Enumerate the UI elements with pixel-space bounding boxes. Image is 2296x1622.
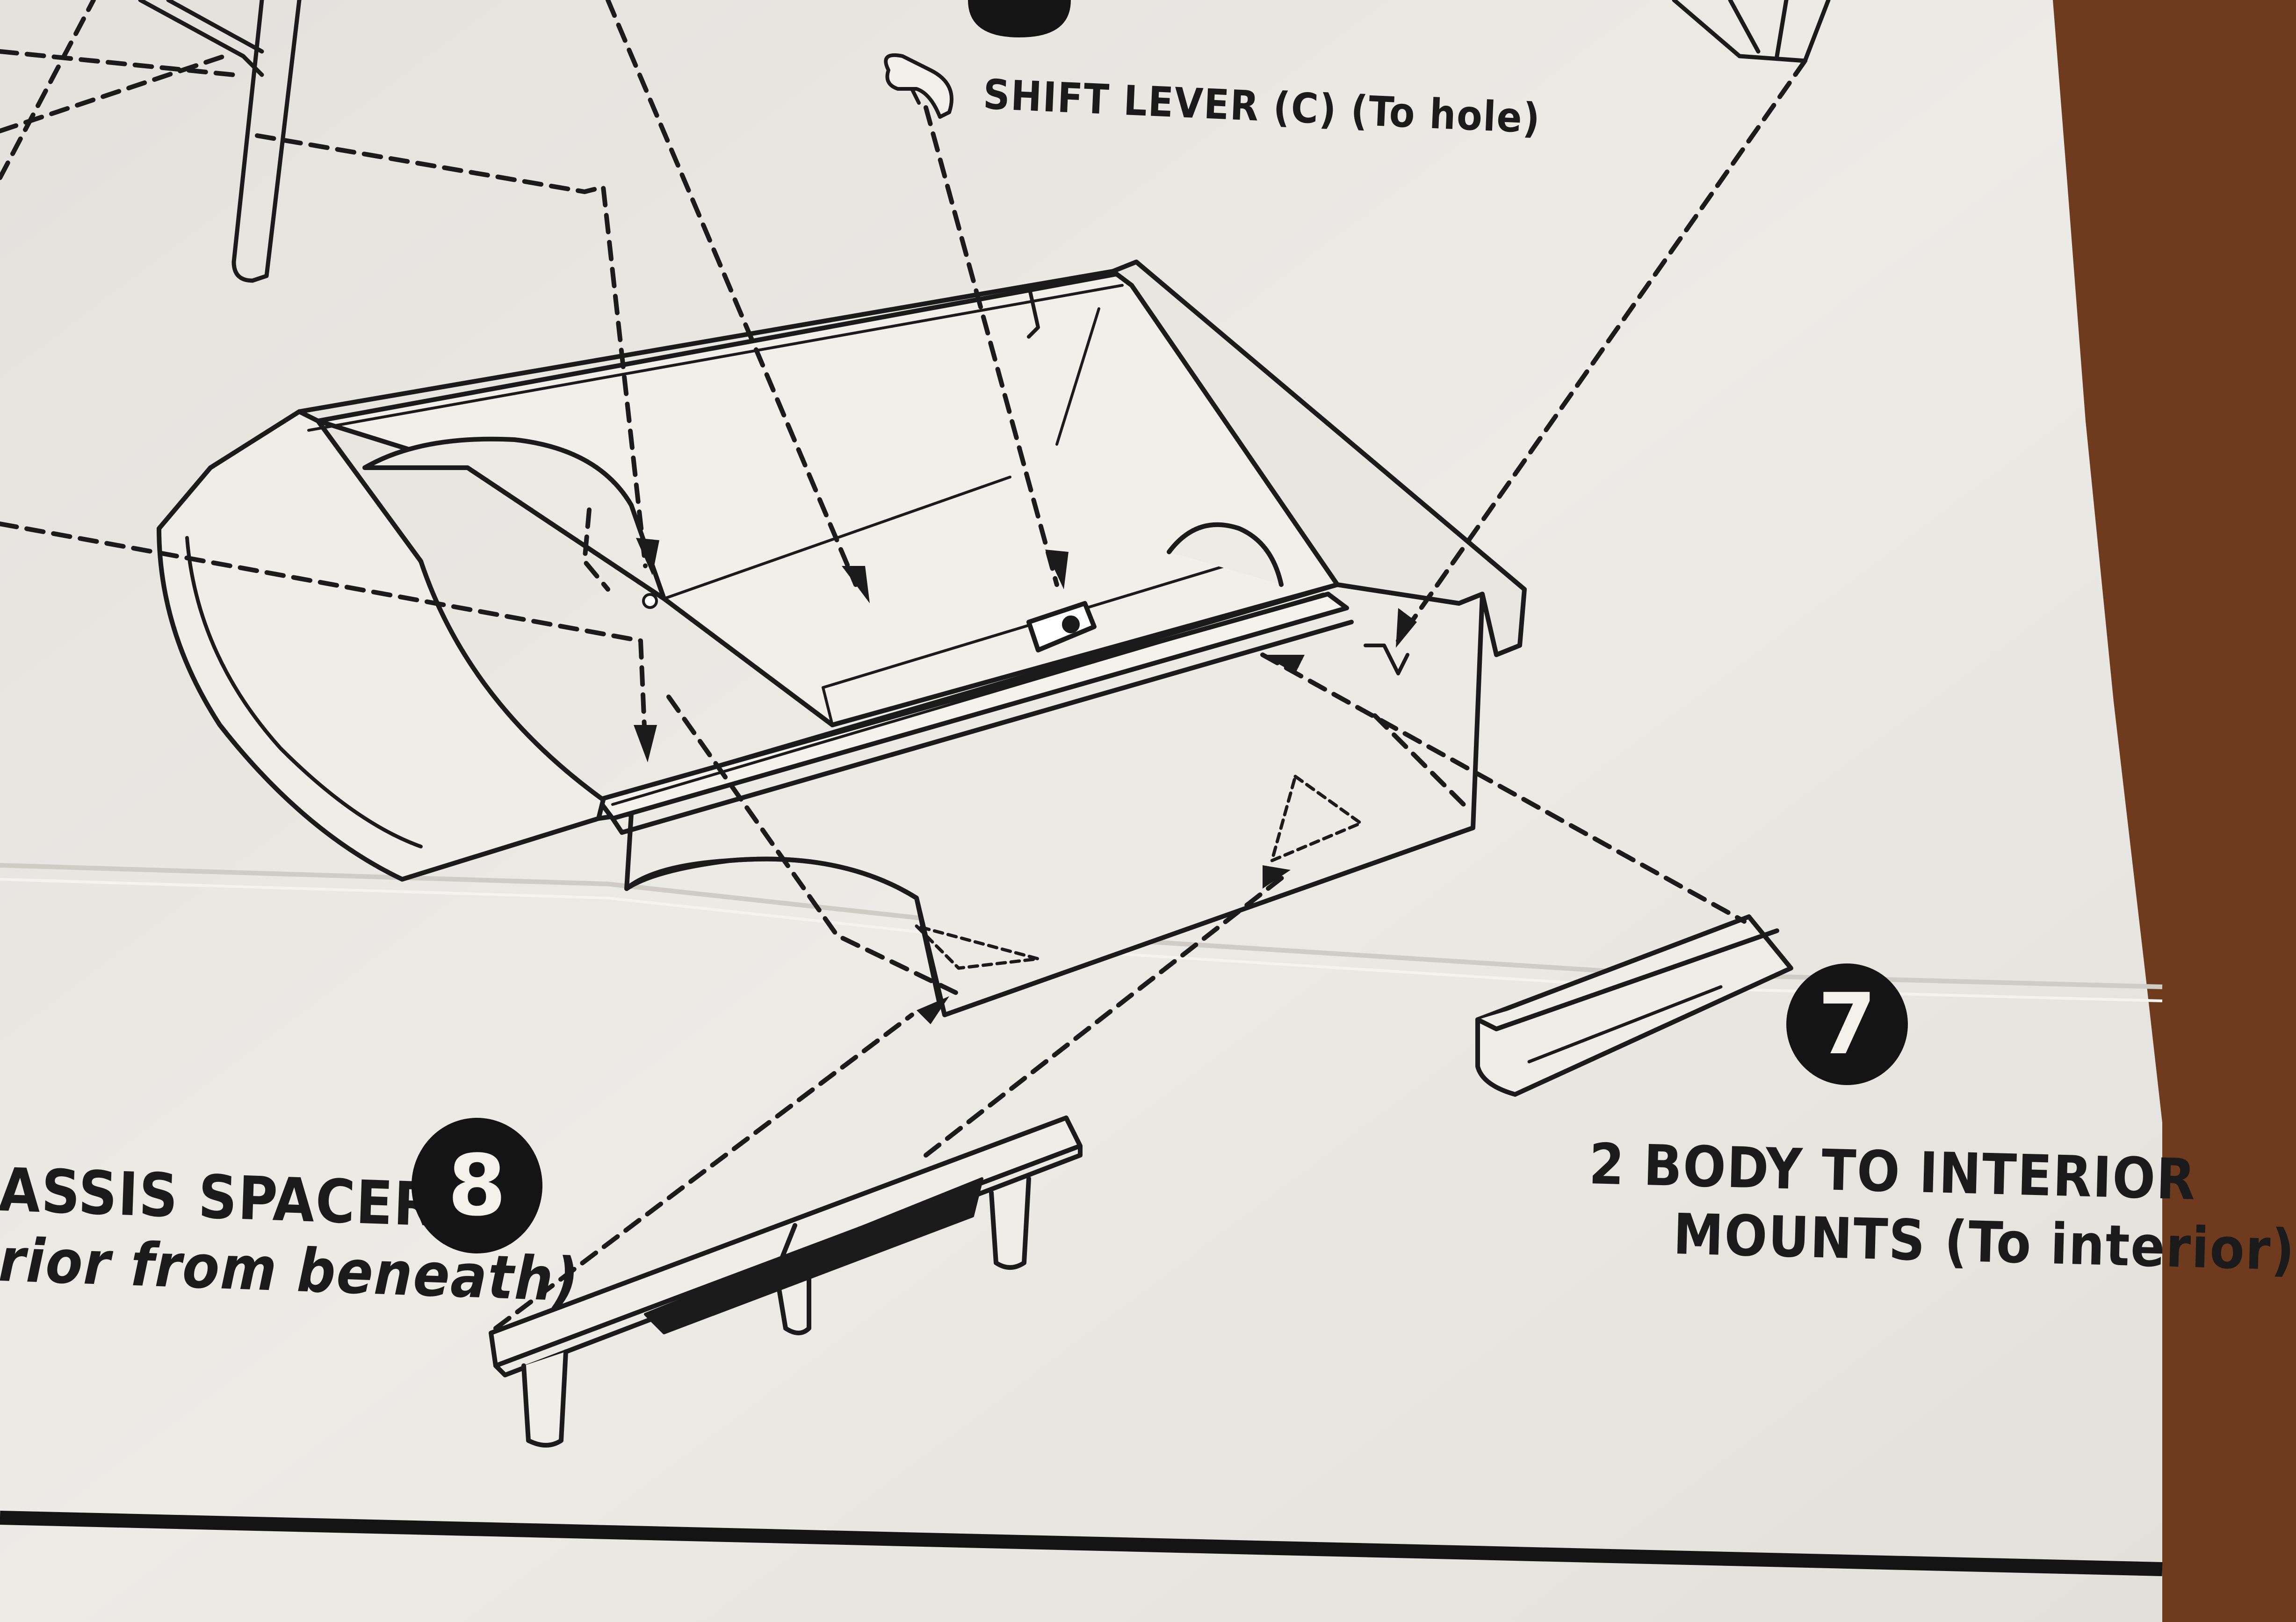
body-to-interior-mount-part [1475, 914, 1793, 1097]
tub-peg-hole [642, 593, 658, 609]
tub-transmission-hump [1167, 522, 1284, 587]
mount-triangle-right [1270, 775, 1363, 862]
upper-right-part-partial [1672, 0, 1831, 63]
assembly-drawing [0, 0, 2163, 1622]
tub-firewall [1111, 260, 1527, 657]
assembly-guide-lines [0, 0, 1807, 1331]
step-7-badge: 7 [1786, 963, 1908, 1085]
shift-lever-part [884, 53, 953, 119]
seat-part-partial [138, 0, 302, 283]
step-8-badge: 8 [412, 1118, 542, 1253]
interior-tub [157, 260, 1527, 1017]
tub-wheel-arch [624, 856, 942, 1008]
chassis-spacer-part [489, 1115, 1083, 1448]
mount-triangle-left [915, 924, 1040, 970]
tub-rear-panel [157, 409, 606, 882]
tub-top-ledge [596, 592, 1349, 821]
tub-seat-hump [362, 436, 666, 601]
step-6-badge-partial [968, 0, 1071, 37]
bottom-border-rule [0, 1511, 2163, 1576]
shift-lever-hole [1026, 601, 1097, 652]
arrowheads [634, 538, 1417, 1024]
